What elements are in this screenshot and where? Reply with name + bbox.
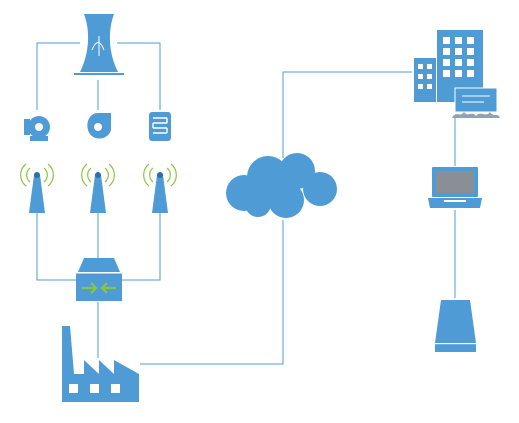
heat-exchanger-icon — [149, 112, 171, 141]
tower-to-pump-line — [36, 42, 80, 110]
cooling-tower-icon — [74, 14, 124, 75]
antenna-right-to-gateway-line — [120, 213, 161, 281]
gateway-icon — [76, 258, 122, 301]
antenna-icon — [20, 163, 54, 213]
factory-to-cloud-line — [140, 220, 284, 365]
antenna-left-to-gateway-line — [36, 213, 78, 281]
connectors — [36, 42, 456, 365]
cloud-to-building-line — [282, 71, 412, 158]
cloud-icon — [226, 153, 337, 218]
laptop-icon — [428, 167, 482, 208]
tower-to-hx-line — [117, 42, 161, 110]
antenna-icon — [81, 163, 115, 213]
pump-icon — [24, 116, 50, 141]
office-building-icon — [414, 30, 500, 118]
silo-icon — [435, 300, 476, 352]
blower-icon — [87, 113, 111, 139]
factory-icon — [62, 326, 139, 402]
antenna-icon — [143, 163, 177, 213]
